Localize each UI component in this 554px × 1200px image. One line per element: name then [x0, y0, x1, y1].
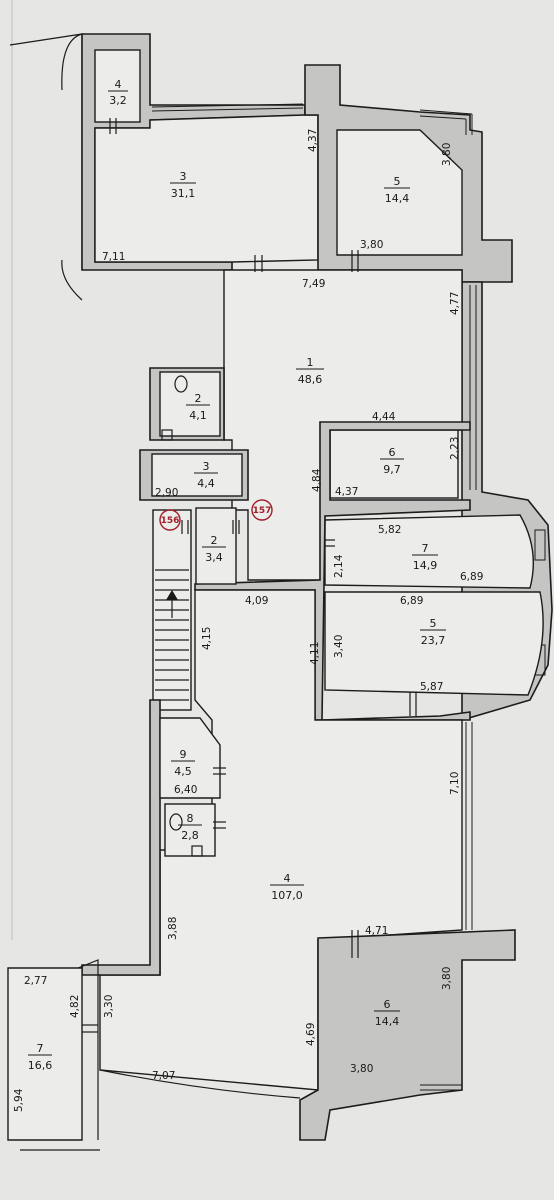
room-2-small-area: 3,4 [205, 551, 223, 564]
dim-3-40: 3,40 [333, 635, 345, 658]
window-right-low [420, 722, 473, 1091]
room-2-wc [159, 371, 221, 437]
room-5-mid-number: 5 [430, 617, 437, 630]
marker-157-label: 157 [253, 506, 272, 516]
door-marks [82, 118, 417, 1033]
stair-arrow-icon [166, 590, 178, 600]
dim-7-49: 7,49 [302, 278, 325, 290]
dim-3-80-b: 3,80 [360, 239, 383, 251]
dim-7-10: 7,10 [449, 772, 461, 795]
room-5-mid-area: 23,7 [421, 634, 446, 647]
room-7-mid-number: 7 [422, 542, 429, 555]
dim-4-37-top: 4,37 [307, 129, 319, 152]
room-2-wc-area: 4,1 [189, 409, 207, 422]
dim-4-44: 4,44 [372, 411, 396, 423]
room-9-area: 4,5 [174, 765, 192, 778]
room-8-area: 2,8 [181, 829, 199, 842]
room-5-top-area: 14,4 [385, 192, 410, 205]
room-7-mid-area: 14,9 [413, 559, 438, 572]
room-3-small-area: 4,4 [197, 477, 215, 490]
room-5-top [336, 129, 463, 256]
dim-4-77: 4,77 [449, 292, 461, 315]
room-7-bot-inner [20, 959, 100, 1151]
window-top-right [419, 109, 473, 135]
partition-mid [194, 421, 471, 721]
dim-6-89-a: 6,89 [460, 571, 483, 583]
window-top-left [151, 103, 304, 112]
room-2-small-number: 2 [211, 534, 218, 547]
marker-157 [251, 499, 273, 521]
room-4-top [94, 49, 141, 123]
dim-5-87: 5,87 [420, 681, 443, 693]
room-4-top-number: 4 [115, 78, 122, 91]
dim-4-11: 4,11 [309, 642, 321, 665]
room-7-bot-number: 7 [37, 1042, 44, 1055]
wall-lower-left [81, 699, 161, 976]
room-8 [164, 803, 216, 857]
room-2-small [195, 507, 237, 585]
marker-156 [159, 509, 181, 531]
dim-2-23: 2,23 [449, 437, 461, 460]
room-3-small [151, 453, 243, 497]
room-7-bot-area: 16,6 [28, 1059, 53, 1072]
room-7-bot [7, 967, 83, 1141]
room-7-mid [324, 514, 535, 589]
dim-6-40: 6,40 [174, 784, 197, 796]
dim-2-77: 2,77 [24, 975, 47, 987]
room-9 [159, 717, 221, 799]
dim-5-82: 5,82 [378, 524, 401, 536]
dim-4-69: 4,69 [305, 1023, 317, 1046]
marker-156-label: 156 [161, 516, 180, 526]
room-3-small-number: 3 [203, 460, 210, 473]
toilet-icon-lower [169, 813, 183, 831]
dim-5-94: 5,94 [13, 1088, 25, 1112]
left-outer-wall-top [9, 33, 83, 301]
room-6-mid-number: 6 [389, 446, 396, 459]
dim-4-09: 4,09 [245, 595, 268, 607]
room-4-top-area: 3,2 [109, 94, 127, 107]
dim-3-80-a: 3,80 [441, 143, 453, 166]
room-labels: 4 3,2 3 31,1 5 14,4 1 48,6 2 4,1 3 4,4 2… [28, 78, 446, 1072]
room-1-number: 1 [307, 356, 314, 369]
bottom-curve-wall [99, 1069, 301, 1099]
dim-2-90: 2,90 [155, 487, 178, 499]
room-3-top [94, 114, 319, 263]
dim-4-82: 4,82 [69, 995, 81, 1018]
room-2-wc-number: 2 [195, 392, 202, 405]
dim-3-80-d: 3,80 [350, 1063, 373, 1075]
wall-lower-right [299, 929, 516, 1141]
dim-4-37-mid: 4,37 [335, 486, 358, 498]
room-4-big-number: 4 [284, 872, 291, 885]
room-8-number: 8 [187, 812, 194, 825]
dim-4-15: 4,15 [201, 627, 213, 650]
shaft-icon [161, 429, 173, 441]
dim-2-14: 2,14 [333, 554, 345, 578]
room-1-area: 48,6 [298, 373, 323, 386]
dimension-labels: 4,37 3,80 7,11 3,80 7,49 4,77 4,44 2,23 … [13, 129, 483, 1112]
shaft-icon-lower [191, 845, 203, 857]
room-6-mid-area: 9,7 [383, 463, 401, 476]
room-3-top-area: 31,1 [171, 187, 196, 200]
room-6-mid [329, 429, 459, 499]
dim-3-88: 3,88 [167, 917, 179, 940]
room-4-big-area: 107,0 [271, 889, 303, 902]
dim-7-07: 7,07 [152, 1070, 175, 1082]
dim-3-30: 3,30 [103, 995, 115, 1018]
window-right-mid-a [469, 285, 477, 490]
room-3-top-number: 3 [180, 170, 187, 183]
room-5-mid [324, 591, 544, 696]
room-6-bot-number: 6 [384, 998, 391, 1011]
dim-7-11: 7,11 [102, 251, 125, 263]
dim-3-80-c: 3,80 [441, 967, 453, 990]
stair-steps [155, 569, 189, 701]
dim-4-84: 4,84 [311, 468, 323, 492]
dim-4-71: 4,71 [365, 925, 388, 937]
room-6-bot-area: 14,4 [375, 1015, 400, 1028]
toilet-icon [174, 375, 188, 393]
room-9-number: 9 [180, 748, 187, 761]
room-5-top-number: 5 [394, 175, 401, 188]
dim-6-89-b: 6,89 [400, 595, 423, 607]
